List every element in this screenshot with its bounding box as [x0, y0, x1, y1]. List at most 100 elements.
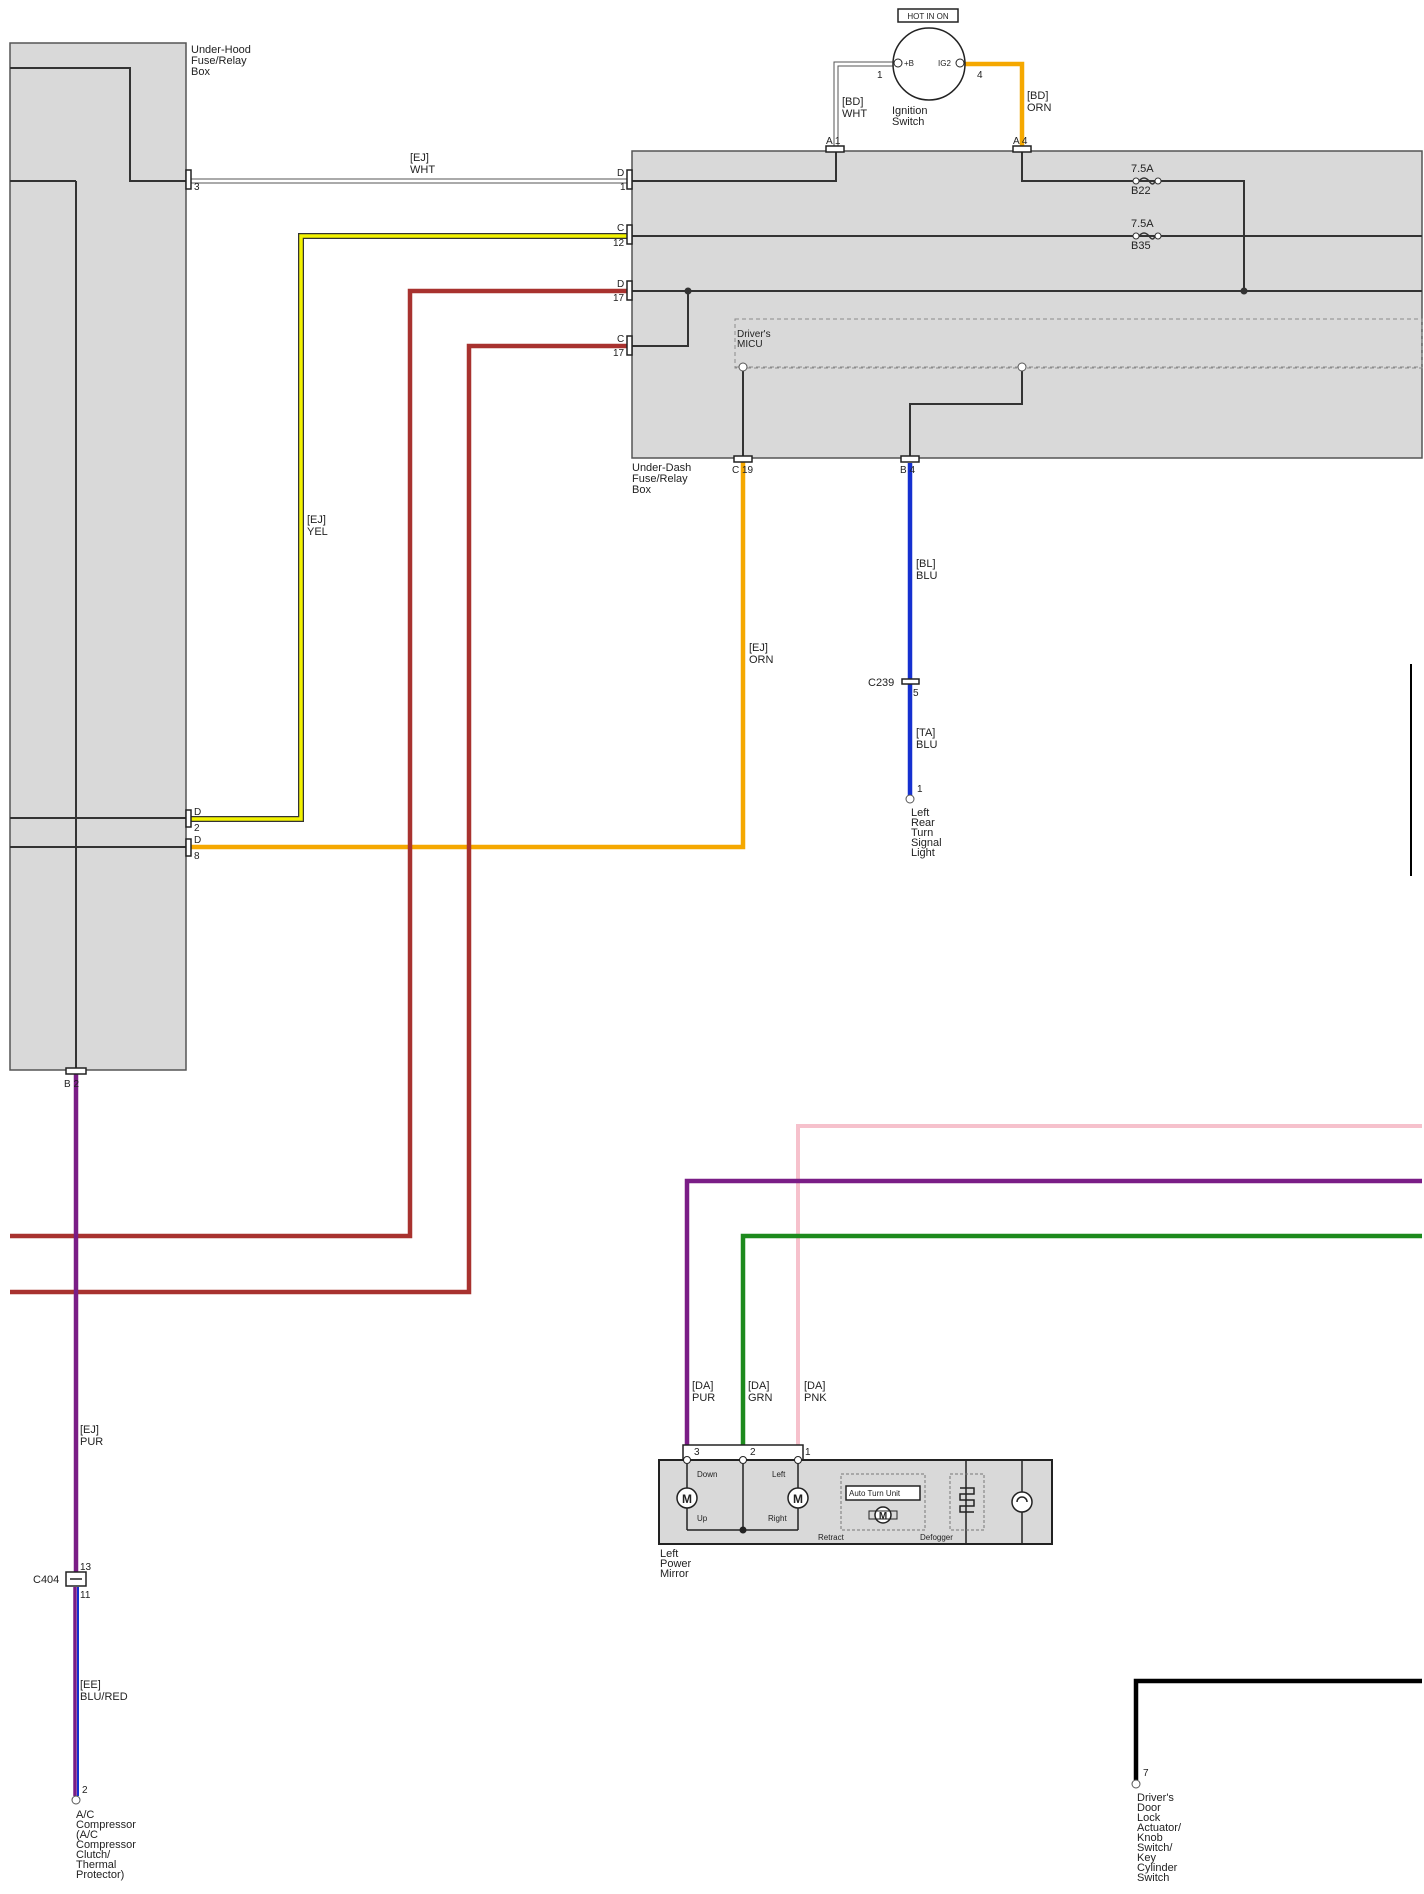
svg-text:PUR: PUR	[80, 1436, 103, 1448]
mirror-left-right-motor	[787, 1487, 809, 1509]
left-power-mirror: M M Down Up Left Right Auto Turn Unit M …	[658, 1444, 1053, 1545]
svg-text:[BD]: [BD]	[842, 96, 863, 108]
svg-text:C: C	[617, 223, 624, 234]
svg-text:1: 1	[877, 70, 883, 81]
svg-text:17: 17	[613, 293, 625, 304]
svg-text:Door: Door	[1137, 1802, 1161, 1814]
svg-text:A 4: A 4	[1013, 136, 1028, 147]
ac-compressor-label: A/C Compressor (A/C Compressor Clutch/ T…	[76, 1809, 136, 1881]
svg-text:D: D	[194, 835, 201, 846]
svg-text:YEL: YEL	[307, 526, 328, 538]
svg-text:BLU: BLU	[916, 739, 937, 751]
wire-red-2	[10, 343, 629, 1295]
ignition-switch: HOT IN ON +B IG2	[892, 8, 966, 101]
svg-text:2: 2	[82, 1785, 88, 1796]
svg-text:1: 1	[620, 182, 626, 193]
svg-text:Knob: Knob	[1137, 1832, 1163, 1844]
svg-text:WHT: WHT	[410, 164, 435, 176]
svg-text:Ignition: Ignition	[892, 105, 927, 117]
svg-text:Protector): Protector)	[76, 1869, 124, 1881]
svg-text:Auto Turn Unit: Auto Turn Unit	[849, 1489, 901, 1498]
svg-text:Right: Right	[768, 1514, 787, 1523]
svg-text:ORN: ORN	[1027, 102, 1052, 114]
turn-light-terminal	[905, 794, 915, 804]
svg-text:PUR: PUR	[692, 1392, 715, 1404]
svg-text:D: D	[194, 807, 201, 818]
svg-text:2: 2	[194, 823, 200, 834]
svg-text:Clutch/: Clutch/	[76, 1849, 111, 1861]
svg-text:Turn: Turn	[911, 827, 933, 839]
svg-text:7.5A: 7.5A	[1131, 163, 1154, 175]
svg-text:B22: B22	[1131, 185, 1151, 197]
svg-text:ORN: ORN	[749, 654, 774, 666]
fuse-b22	[1132, 177, 1162, 185]
door-lock-terminal	[1131, 1779, 1141, 1789]
svg-text:Up: Up	[697, 1514, 708, 1523]
svg-text:M: M	[793, 1492, 803, 1506]
svg-text:Compressor: Compressor	[76, 1819, 136, 1831]
svg-text:Fuse/Relay: Fuse/Relay	[632, 473, 688, 485]
svg-text:Switch: Switch	[892, 116, 924, 128]
fuse-b35	[1132, 232, 1162, 240]
connector-c404	[65, 1571, 87, 1587]
svg-text:Compressor: Compressor	[76, 1839, 136, 1851]
wire-black	[1133, 1678, 1422, 1780]
connector-pins	[65, 145, 1032, 1075]
svg-text:2: 2	[750, 1447, 756, 1458]
wire-ej-wht	[189, 178, 629, 184]
svg-text:C 19: C 19	[732, 465, 754, 476]
svg-text:A 1: A 1	[826, 136, 841, 147]
svg-text:3: 3	[194, 182, 200, 193]
svg-text:Under-Hood: Under-Hood	[191, 44, 251, 56]
svg-text:1: 1	[805, 1447, 811, 1458]
connector-c239	[901, 678, 920, 685]
retract-unit	[840, 1473, 926, 1531]
compressor-terminal	[71, 1795, 81, 1805]
svg-text:BLU/RED: BLU/RED	[80, 1691, 128, 1703]
svg-text:(A/C: (A/C	[76, 1829, 98, 1841]
svg-text:[DA]: [DA]	[804, 1380, 825, 1392]
svg-text:Defogger: Defogger	[920, 1533, 953, 1542]
svg-text:HOT IN ON: HOT IN ON	[907, 12, 948, 21]
wire-da-pnk	[796, 1124, 1422, 1458]
svg-text:Key: Key	[1137, 1852, 1156, 1864]
svg-text:Switch/: Switch/	[1137, 1842, 1173, 1854]
svg-text:B35: B35	[1131, 240, 1151, 252]
svg-text:4: 4	[977, 70, 983, 81]
svg-text:B 4: B 4	[900, 465, 915, 476]
svg-text:[TA]: [TA]	[916, 727, 935, 739]
svg-text:[BL]: [BL]	[916, 558, 936, 570]
under-dash-fuse-relay-box	[631, 150, 1423, 459]
svg-text:Rear: Rear	[911, 817, 935, 829]
left-rear-turn-signal-light-label: Left Rear Turn Signal Light	[911, 807, 942, 859]
wire-ej-yel	[189, 233, 629, 822]
svg-text:[EJ]: [EJ]	[307, 514, 326, 526]
svg-text:Retract: Retract	[818, 1533, 845, 1542]
defogger-unit	[949, 1473, 985, 1531]
svg-text:8: 8	[194, 851, 200, 862]
svg-text:A/C: A/C	[76, 1809, 94, 1821]
svg-text:C239: C239	[868, 677, 894, 689]
svg-text:13: 13	[80, 1562, 92, 1573]
svg-text:[BD]: [BD]	[1027, 90, 1048, 102]
svg-text:Left: Left	[660, 1548, 678, 1560]
svg-text:Power: Power	[660, 1558, 692, 1570]
svg-text:Mirror: Mirror	[660, 1568, 689, 1580]
svg-text:Under-Dash: Under-Dash	[632, 462, 691, 474]
svg-text:PNK: PNK	[804, 1392, 827, 1404]
under-hood-fuse-relay-box	[9, 42, 187, 1071]
svg-text:BLU: BLU	[916, 570, 937, 582]
wire-bd-orn	[963, 61, 1025, 149]
svg-text:Box: Box	[632, 484, 651, 496]
svg-text:12: 12	[613, 238, 625, 249]
svg-text:5: 5	[913, 688, 919, 699]
svg-text:Cylinder: Cylinder	[1137, 1862, 1178, 1874]
mirror-lamp-icon	[1011, 1491, 1033, 1513]
svg-text:7: 7	[1143, 1768, 1149, 1779]
svg-text:MICU: MICU	[737, 339, 763, 350]
svg-text:3: 3	[694, 1447, 700, 1458]
svg-text:IG2: IG2	[938, 59, 951, 68]
svg-text:[DA]: [DA]	[748, 1380, 769, 1392]
svg-text:Down: Down	[697, 1470, 717, 1479]
